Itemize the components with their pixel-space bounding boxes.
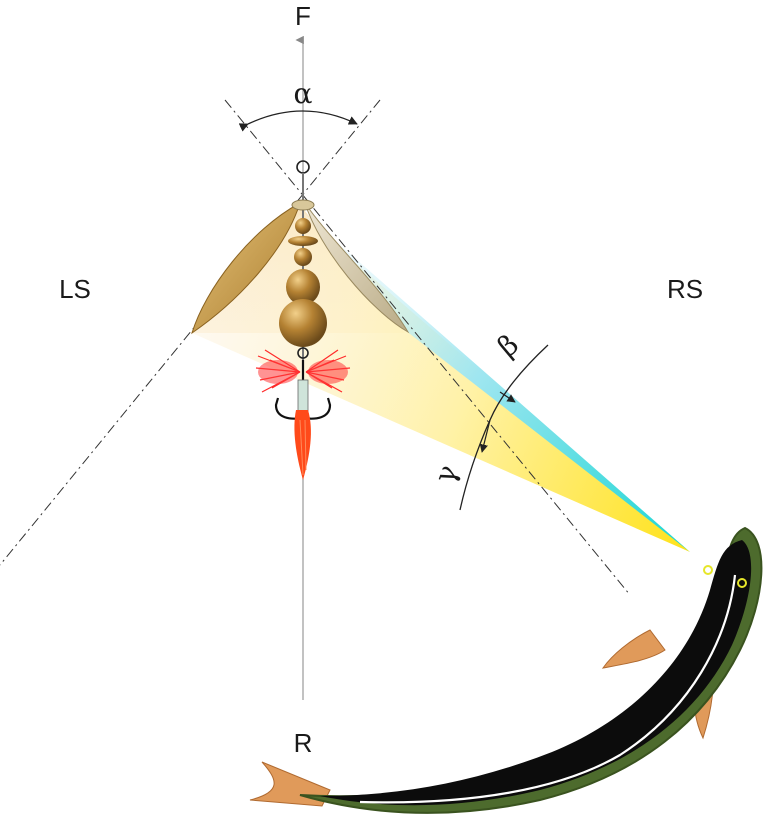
- clevis: [291, 199, 315, 211]
- beta-label: β: [491, 328, 525, 364]
- red-tail: [294, 410, 311, 480]
- bead-small-1: [295, 218, 311, 234]
- left-blade-axis: [0, 99, 381, 566]
- right-eye: [737, 578, 747, 588]
- alpha-angle: α: [238, 77, 358, 132]
- right-blade-axis: [224, 99, 631, 596]
- bead-small-2: [294, 248, 312, 266]
- bead-medium: [286, 269, 320, 305]
- left-eye: [703, 565, 713, 575]
- spinner-lure: [191, 160, 410, 480]
- alpha-arc: [238, 110, 358, 132]
- bead-large: [279, 299, 327, 347]
- left-side-label: LS: [59, 274, 91, 304]
- gamma-label: γ: [428, 460, 465, 487]
- predator-fish: [249, 526, 763, 814]
- left-blade: [191, 201, 301, 335]
- left-pectoral-fin: [601, 629, 666, 669]
- right-side-label: RS: [667, 274, 703, 304]
- forward-label: F: [295, 1, 311, 31]
- rear-label: R: [294, 728, 313, 758]
- lateral-line: [359, 574, 737, 804]
- right-blade: [304, 202, 410, 334]
- beta-marker: [499, 391, 516, 403]
- yellow-reflection-beam: [192, 215, 690, 552]
- alpha-label: α: [294, 77, 313, 110]
- direction-labels: F R LS RS: [59, 1, 703, 758]
- bead-disk: [288, 236, 318, 246]
- cyan-reflection-beam: [300, 210, 690, 552]
- gamma-marker: [479, 419, 491, 453]
- light-beams: [190, 205, 690, 552]
- fish-body: [320, 540, 752, 806]
